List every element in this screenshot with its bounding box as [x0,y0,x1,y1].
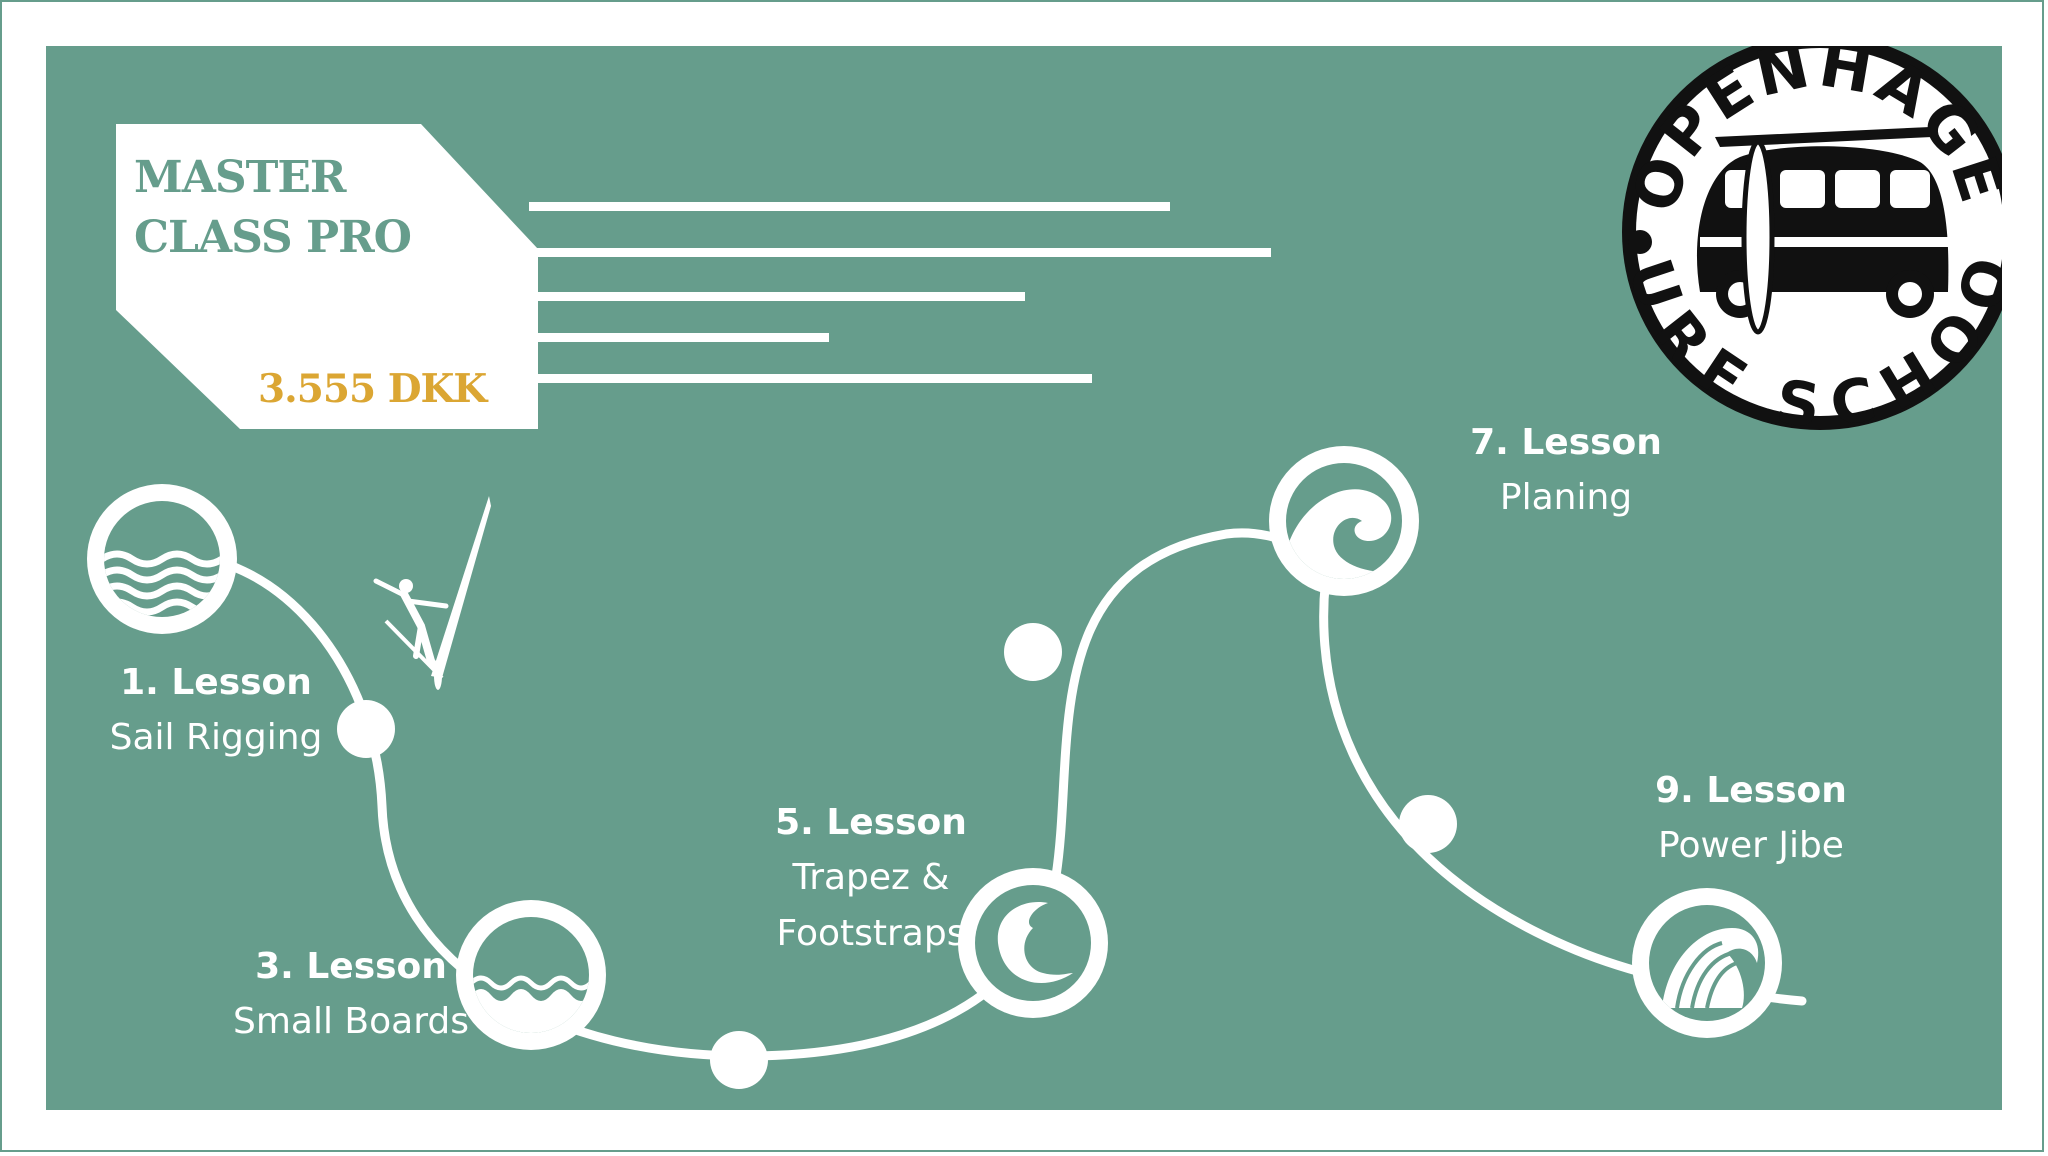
lesson-number: 5. Lesson [775,802,967,843]
lesson-number: 9. Lesson [1655,770,1847,811]
lesson-number: 3. Lesson [255,946,447,987]
lesson-name: Power Jibe [1658,825,1844,866]
lesson-name: Planing [1499,477,1633,518]
surf-school-logo: COPENHAGEN SURF SCHOOL [1613,46,2002,442]
path-dot [1399,795,1457,853]
lesson-name: Small Boards [233,1001,469,1042]
lesson-name: Sail Rigging [109,717,323,758]
placeholder-line [529,374,1092,383]
lesson-3-label: 3. Lesson Small Boards [166,940,536,1050]
curling-wave-icon [958,868,1108,1018]
calm-water-icon [87,484,237,634]
path-dot [337,700,395,758]
slide-panel: MASTER CLASS PRO 3.555 DKK COPENHAGEN SU… [46,46,2002,1110]
placeholder-line [529,202,1170,211]
path-dot [1004,623,1062,681]
spiral-wave-icon [1269,446,1419,596]
surf-van-icon [1696,127,1950,335]
lesson-7-label: 7. Lesson Planing [1406,416,1726,526]
path-dot [710,1031,768,1089]
lesson-path-graphic [87,446,1807,1089]
course-title: MASTER CLASS PRO [134,152,412,263]
lesson-number: 7. Lesson [1470,422,1662,463]
small-waves-icon [456,900,606,1050]
lesson-name: Trapez & Footstraps [776,857,966,954]
placeholder-line [529,248,1271,257]
placeholder-line [529,333,829,342]
lesson-5-label: 5. Lesson Trapez & Footstraps [686,796,1056,962]
lesson-1-label: 1. Lesson Sail Rigging [66,656,366,766]
windsurfer-silhouette-icon [373,496,491,690]
course-price: 3.555 DKK [258,366,487,412]
big-wave-icon [1632,888,1782,1038]
lesson-9-label: 9. Lesson Power Jibe [1556,764,1946,874]
lesson-number: 1. Lesson [120,662,312,703]
placeholder-line [529,292,1025,301]
